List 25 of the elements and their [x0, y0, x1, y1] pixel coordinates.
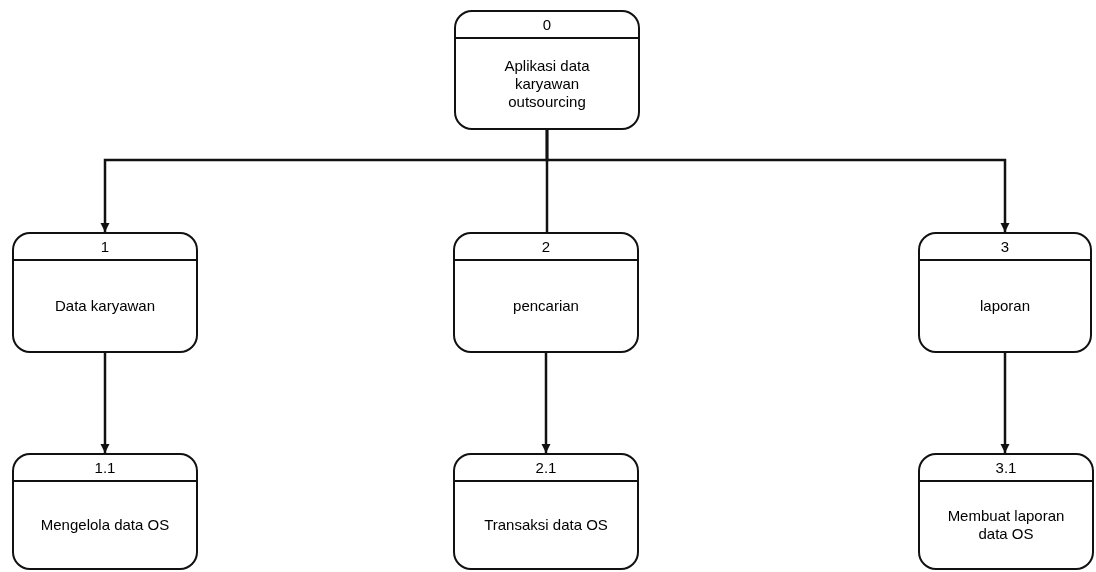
process-number: 1.1: [94, 459, 116, 476]
process-number: 2.1: [535, 459, 557, 476]
process-label: Data karyawan: [54, 297, 156, 315]
process-box: [453, 232, 639, 353]
process-label: pencarian: [513, 297, 579, 315]
process-number: 1: [100, 238, 110, 255]
arrow: [541, 353, 551, 454]
process-box: [454, 10, 640, 130]
process-number: 2: [541, 238, 551, 255]
process-label: Mengelola data OS: [40, 516, 170, 534]
process-number: 3.1: [995, 459, 1017, 476]
process-label: Membuat laporan data OS: [946, 507, 1066, 543]
process-label: laporan: [979, 297, 1030, 315]
arrow: [100, 353, 110, 454]
process-box: [918, 232, 1092, 353]
process-box: [918, 453, 1094, 570]
process-label: Aplikasi data karyawan outsourcing: [503, 56, 591, 111]
process-number: 0: [542, 16, 552, 33]
process-number: 3: [1000, 238, 1010, 255]
process-label: Transaksi data OS: [484, 516, 608, 534]
process-box: [12, 232, 198, 353]
arrow: [545, 130, 1010, 233]
arrow: [1000, 353, 1010, 454]
process-box: [453, 453, 639, 570]
process-box: [12, 453, 198, 570]
